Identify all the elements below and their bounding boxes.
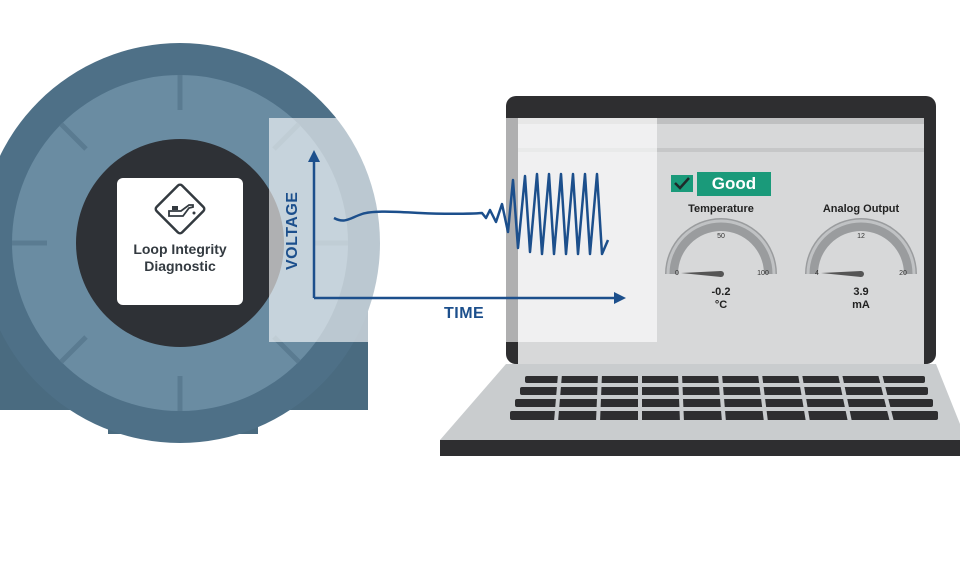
- gauge-title-temperature: Temperature: [688, 203, 754, 215]
- gauge-unit-analog-output: mA: [852, 299, 870, 311]
- gauge-needle: [821, 271, 861, 277]
- gauge-tick-mid: 12: [857, 233, 865, 240]
- gauge-tick-max: 20: [899, 270, 907, 277]
- x-axis-label: TIME: [444, 305, 485, 322]
- gauge-value-analog-output: 3.9: [853, 286, 869, 298]
- graph-axes: [308, 150, 626, 304]
- status-indicator: [671, 172, 771, 196]
- voltage-signal-line: [333, 172, 610, 256]
- gauge-tick-mid: 50: [717, 233, 725, 240]
- gauge-tick-min: 4: [815, 270, 819, 277]
- badge-label: Loop Integrity Diagnostic: [133, 241, 227, 274]
- checkmark-icon: [674, 177, 690, 190]
- gauge-value-temperature: -0.2: [711, 286, 731, 298]
- gauge-analog-output: [805, 218, 917, 277]
- y-axis-label: VOLTAGE: [284, 191, 301, 270]
- status-label: Good: [711, 174, 757, 193]
- oil-can-icon: [154, 183, 206, 235]
- diagnostic-badge: [117, 178, 243, 305]
- gauge-unit-temperature: °C: [714, 299, 728, 311]
- gauge-needle: [681, 271, 721, 277]
- gauge-tick-max: 100: [757, 270, 769, 277]
- gauge-tick-min: 0: [675, 270, 679, 277]
- gauge-title-analog-output: Analog Output: [822, 203, 900, 215]
- gauge-temperature: [665, 218, 777, 277]
